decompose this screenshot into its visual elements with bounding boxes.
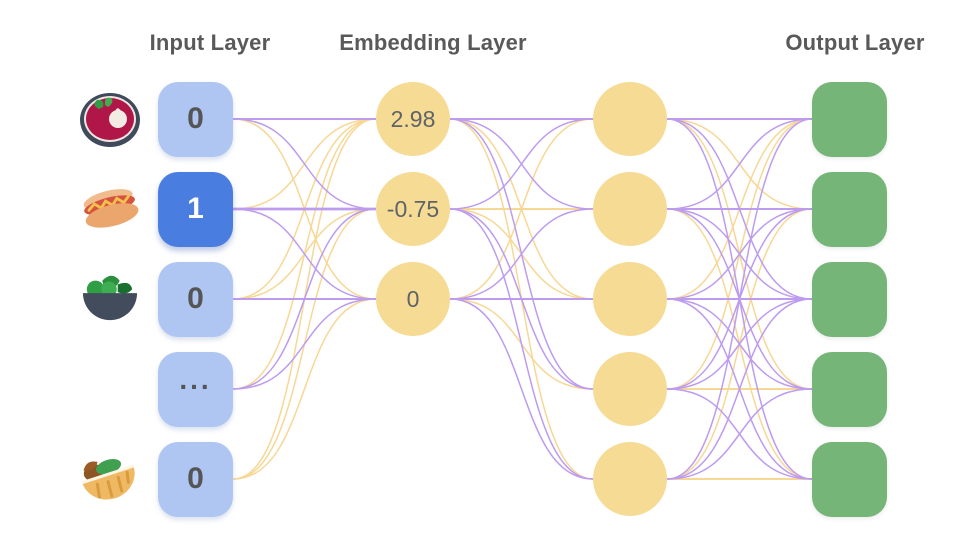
- hidden-node: [593, 262, 667, 336]
- embedding-layer-title: Embedding Layer: [339, 30, 527, 55]
- connection-line: [449, 208, 594, 300]
- hidden-node: [593, 442, 667, 516]
- embedding-node: 0: [376, 262, 450, 336]
- embedding-node: -0.75: [376, 172, 450, 246]
- output-node: [812, 441, 887, 517]
- connection-line: [232, 298, 377, 480]
- soup-bowl-icon: [78, 89, 142, 151]
- hot-dog-icon: [78, 179, 142, 241]
- input-node: 1: [158, 171, 233, 247]
- connection-line: [666, 118, 813, 210]
- hidden-node: [593, 82, 667, 156]
- input-node: 0: [158, 81, 233, 157]
- output-node: [812, 351, 887, 427]
- output-node: [812, 81, 887, 157]
- hidden-node: [593, 172, 667, 246]
- connection-line: [232, 298, 377, 390]
- embedding-node-value: 0: [406, 285, 420, 312]
- salad-icon: [78, 269, 142, 331]
- output-node: [812, 261, 887, 337]
- connection-line: [666, 208, 813, 300]
- embedding-node-value: -0.75: [386, 195, 440, 222]
- connection-line: [666, 388, 813, 480]
- input-node-value: 0: [187, 282, 204, 315]
- connection-line: [449, 118, 594, 210]
- connection-line: [232, 118, 377, 210]
- input-node-value: 1: [187, 192, 204, 225]
- connection-line: [232, 208, 377, 390]
- connection-line: [232, 208, 377, 300]
- embedding-node: 2.98: [376, 82, 450, 156]
- input-node: 0: [158, 261, 233, 337]
- connection-line: [449, 298, 594, 480]
- connection-line: [666, 118, 813, 480]
- output-node: [812, 171, 887, 247]
- input-node: 0: [158, 441, 233, 517]
- connection-line: [449, 118, 594, 300]
- pita-icon: [78, 449, 142, 511]
- connection-line: [666, 298, 813, 390]
- connection-line: [449, 208, 594, 480]
- output-layer-title: Output Layer: [785, 30, 925, 55]
- connection-line: [666, 298, 813, 480]
- input-node: ...: [158, 351, 233, 427]
- input-layer-title: Input Layer: [149, 30, 271, 55]
- input-node-value: 0: [187, 462, 204, 495]
- input-node-value: ...: [179, 364, 212, 395]
- hidden-node: [593, 352, 667, 426]
- input-node-value: 0: [187, 102, 204, 135]
- embedding-node-value: 2.98: [390, 105, 436, 132]
